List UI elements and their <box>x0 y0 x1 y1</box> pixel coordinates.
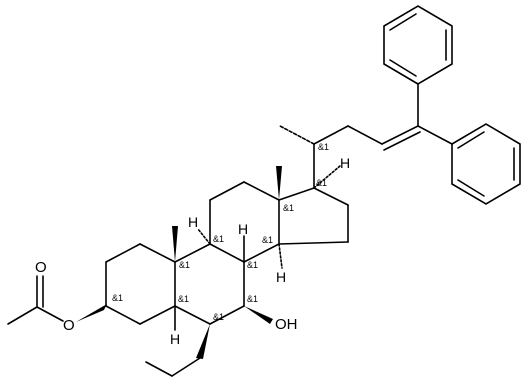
carbonyl-oxygen-label: O <box>35 259 47 276</box>
stereo-c17: &1 <box>316 178 327 188</box>
side-chain: &1 <box>279 83 453 189</box>
c7-hydroxyl-wedge <box>244 306 273 324</box>
stereo-c7: &1 <box>247 294 258 304</box>
phenyl-ring-right <box>451 123 521 205</box>
phenyl-ring-top <box>383 5 453 85</box>
stereo-c5: &1 <box>178 294 189 304</box>
stereo-c3: &1 <box>112 293 123 303</box>
stereo-c6: &1 <box>213 312 224 322</box>
c13-methyl-wedge <box>276 166 282 200</box>
c6-ethyl-wedge <box>196 324 210 359</box>
hydrogen-c5: H <box>170 331 180 347</box>
ester-oxygen-label: O <box>63 317 75 334</box>
stereo-c14: &1 <box>262 235 273 245</box>
hydrogen-c17: H <box>340 155 350 171</box>
hydrogen-c8: H <box>238 221 248 237</box>
acetate-group: O O <box>7 259 107 334</box>
stereo-c9: &1 <box>213 234 224 244</box>
ring-c <box>209 181 280 263</box>
c10-methyl-wedge <box>172 226 178 262</box>
stereo-c13: &1 <box>283 203 294 213</box>
stereo-c20: &1 <box>318 142 329 152</box>
ring-a: &1 <box>105 243 176 325</box>
stereo-c8: &1 <box>247 260 258 270</box>
stereo-c10: &1 <box>179 260 190 270</box>
hydrogen-c9: H <box>188 214 198 230</box>
ring-d <box>278 187 349 245</box>
wedge-bond-c3 <box>76 304 107 322</box>
ring-b <box>174 243 245 325</box>
hydroxyl-label: OH <box>275 316 298 333</box>
hydrogen-c14: H <box>276 269 286 285</box>
